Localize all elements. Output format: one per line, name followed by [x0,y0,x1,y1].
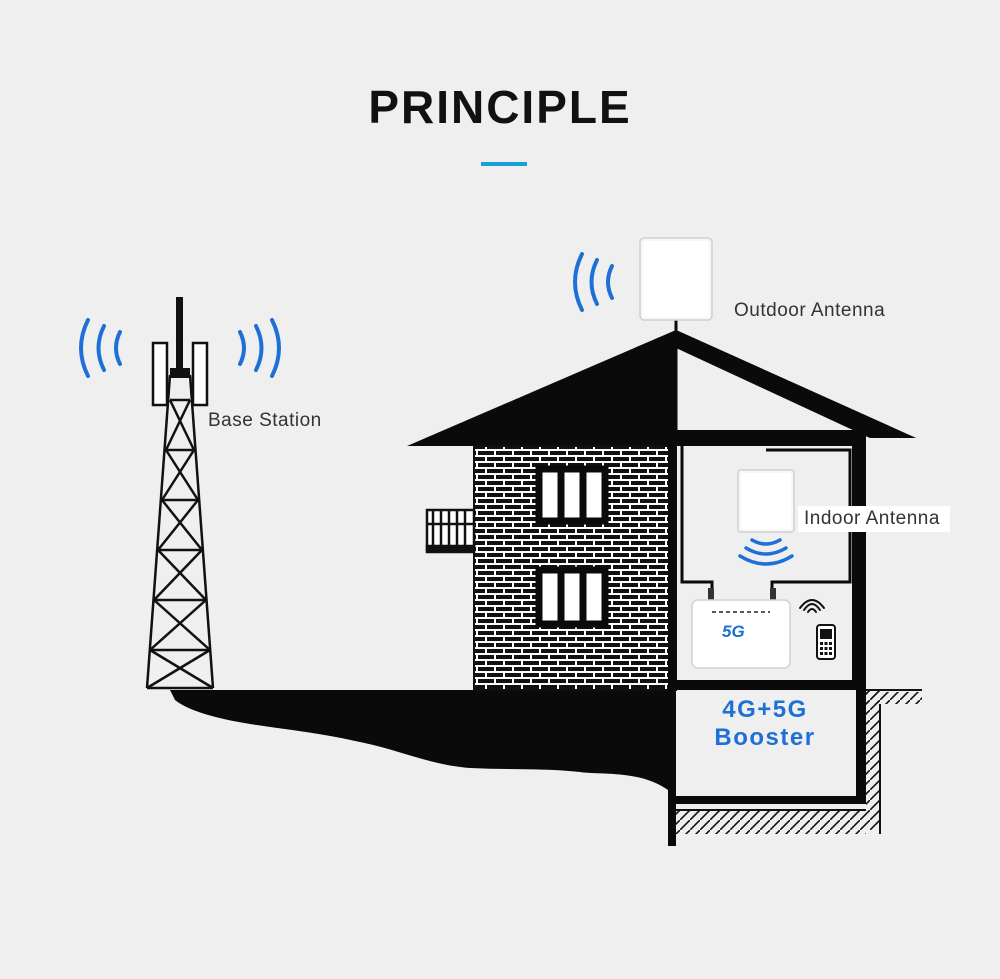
booster-device [691,588,791,669]
basement [668,689,922,846]
booster-label: 4G+5G Booster [672,696,858,752]
base-station-tower [145,297,215,690]
base-station-label: Base Station [208,410,322,431]
phone-icon [816,624,836,660]
window [535,566,609,628]
booster-line-1: 4G+5G [722,696,808,723]
indoor-antenna-label: Indoor Antenna [798,506,950,532]
window [535,465,609,525]
indoor-antenna [737,469,795,533]
signal-waves-icon [79,318,281,378]
interior-room [668,430,866,690]
antenna-cable [674,318,852,600]
outdoor-antenna-label: Outdoor Antenna [734,300,886,321]
balcony [425,508,476,554]
signal-waves-icon [738,538,794,566]
house-roof [407,330,916,446]
wifi-icon [799,599,825,613]
router-brand-label: 5G [722,622,745,641]
page-title: PRINCIPLE [368,81,632,133]
ground-silhouette [170,690,668,790]
outdoor-antenna [639,237,713,321]
title-underline [481,162,527,166]
booster-line-2: Booster [714,724,816,751]
signal-waves-icon [573,252,614,312]
